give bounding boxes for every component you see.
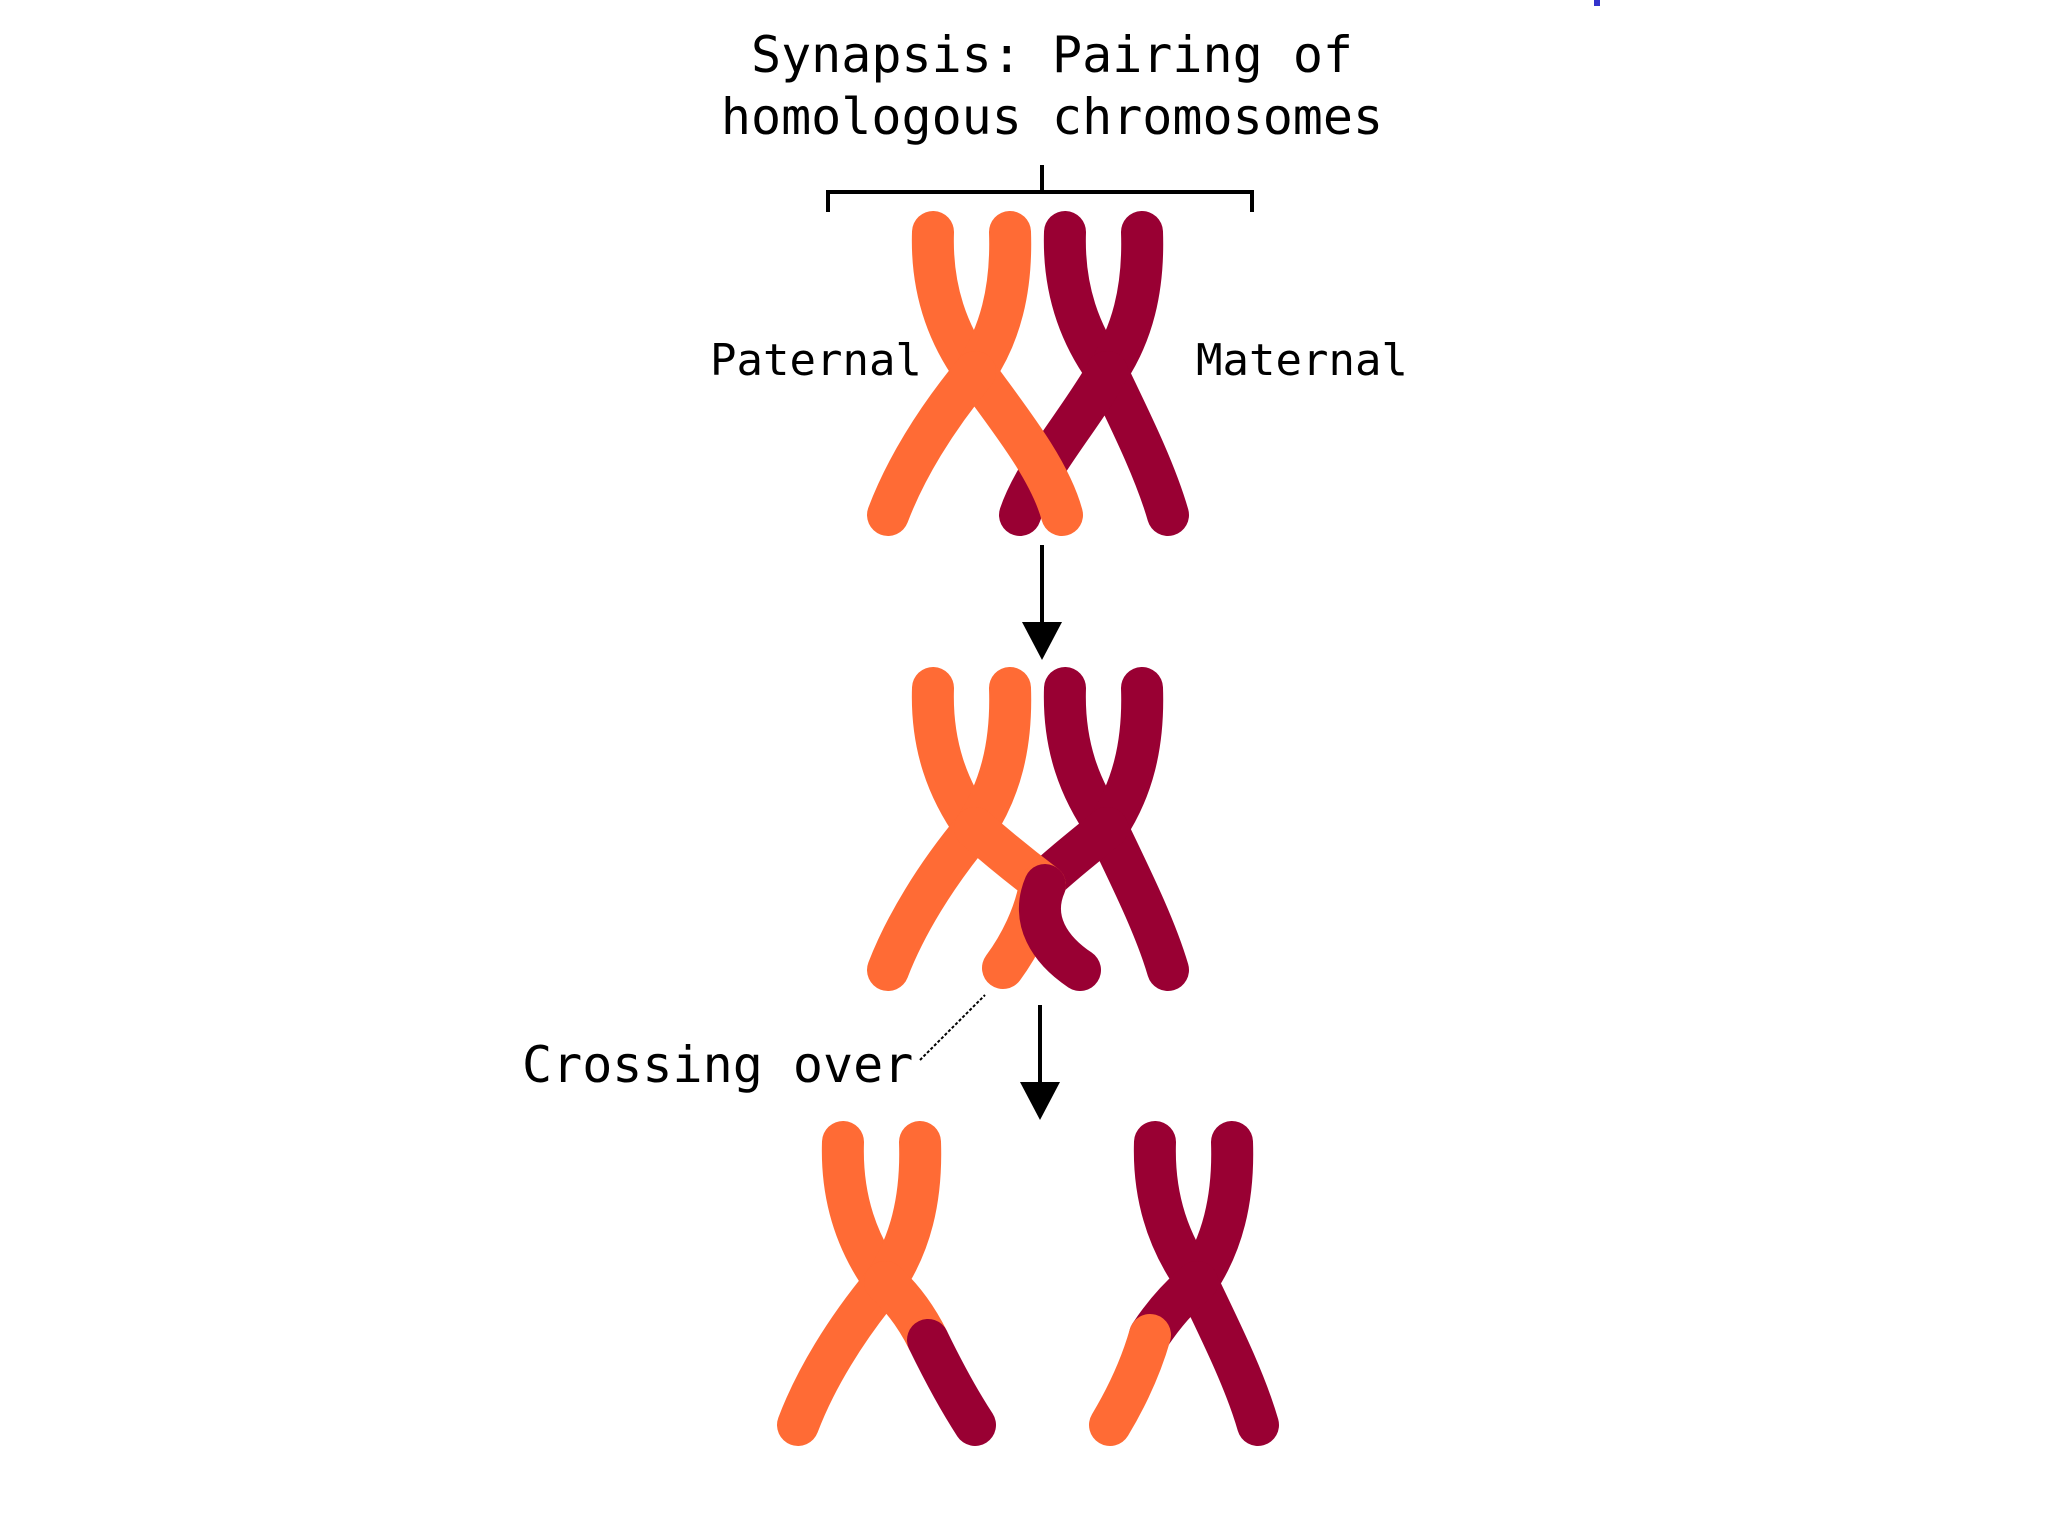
stage-3-recombinants [777, 1121, 1279, 1446]
maternal-label: Maternal [1196, 335, 1408, 386]
recombinant-maternal-chromosome [1089, 1121, 1279, 1446]
arrow-down-2 [1020, 1005, 1060, 1120]
paternal-chromosome-stage-1 [867, 211, 1083, 536]
corner-mark [1594, 0, 1600, 6]
exchanged-segments [982, 864, 1101, 991]
recombinant-paternal-chromosome [777, 1121, 996, 1446]
title-line-2: homologous chromosomes [721, 88, 1383, 146]
crossing-over-pointer [919, 994, 986, 1061]
title-line-1: Synapsis: Pairing of [751, 26, 1353, 84]
maternal-segment-on-paternal [1019, 864, 1101, 991]
stage-1-synapsis [867, 211, 1189, 536]
synapsis-bracket [826, 165, 1254, 212]
maternal-chromosome-stage-1 [999, 211, 1189, 536]
arrow-down-1 [1022, 545, 1062, 660]
stage-2-crossing-over [867, 667, 1189, 991]
crossing-over-label: Crossing over [522, 1036, 913, 1094]
paternal-label: Paternal [710, 335, 922, 386]
